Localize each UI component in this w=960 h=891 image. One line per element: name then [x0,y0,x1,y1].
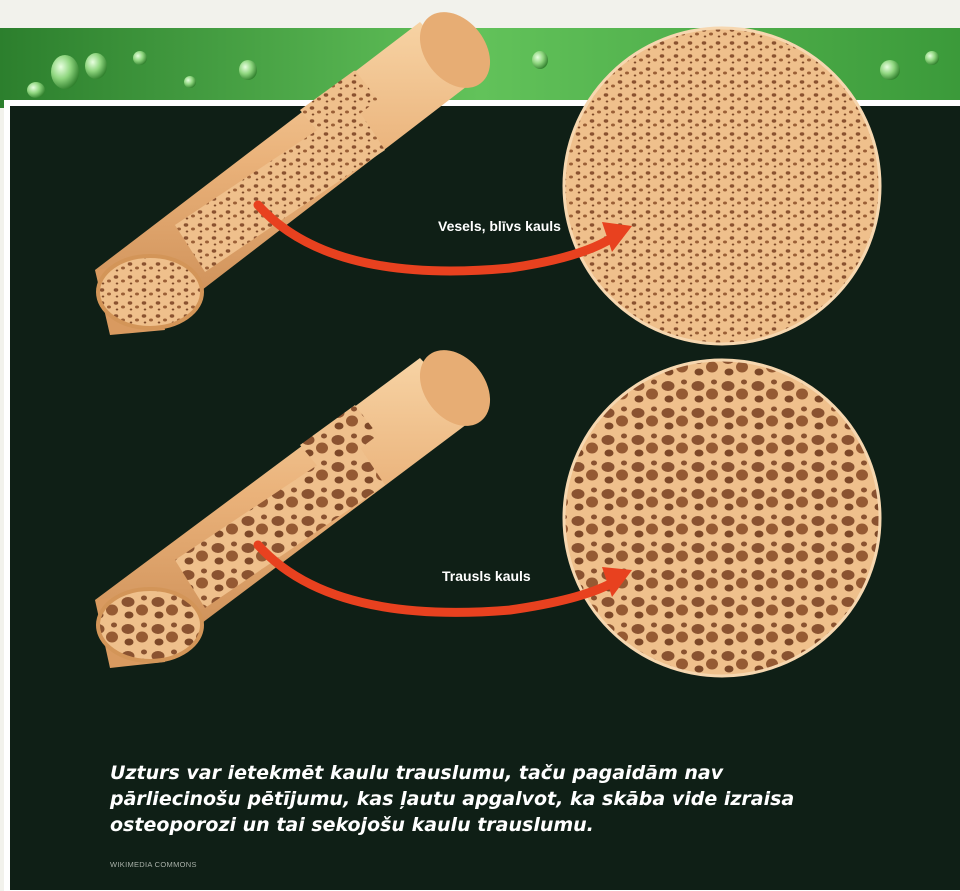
caption: Uzturs var ietekmēt kaulu trauslumu, tač… [110,760,830,838]
fragile-bone-label: Trausls kauls [442,568,531,584]
image-credit: WIKIMEDIA COMMONS [110,860,197,869]
healthy-bone-label: Vesels, blīvs kauls [438,218,561,234]
